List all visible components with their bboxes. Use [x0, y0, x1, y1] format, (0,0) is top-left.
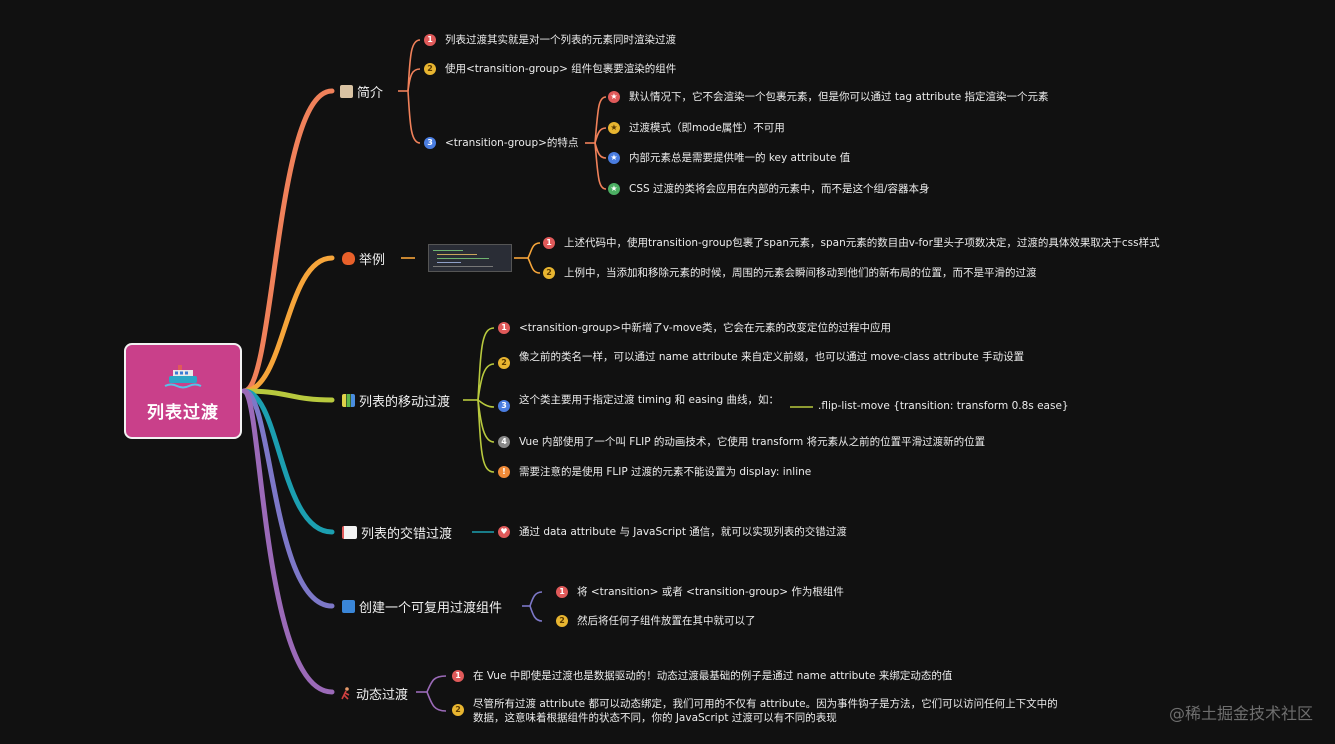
- priority-2-icon: 2: [452, 704, 464, 716]
- feature-item-4[interactable]: ★ CSS 过渡的类将会应用在内部的元素中，而不是这个组/容器本身: [608, 182, 930, 196]
- topic-stagger-label: 列表的交错过渡: [361, 527, 453, 542]
- root-title: 列表过渡: [147, 402, 219, 423]
- root-topic[interactable]: 列表过渡: [124, 343, 242, 439]
- heart-icon: ♥: [498, 526, 510, 538]
- move-item-1[interactable]: 1 <transition-group>中新增了v-move类，它会在元素的改变…: [498, 321, 891, 335]
- dynamic-item-2[interactable]: 2 尽管所有过渡 attribute 都可以动态绑定，我们可用的不仅有 attr…: [452, 697, 1062, 725]
- star-green-icon: ★: [608, 183, 620, 195]
- star-red-icon: ★: [608, 91, 620, 103]
- feature-item-2[interactable]: ★ 过渡模式（即mode属性）不可用: [608, 121, 785, 135]
- topic-intro-label: 简介: [357, 86, 384, 101]
- flip-list-move-code[interactable]: .flip-list-move {transition: transform 0…: [818, 400, 1069, 412]
- person-icon: [340, 85, 353, 98]
- topic-example-label: 举例: [359, 253, 386, 268]
- move-item-4[interactable]: 4 Vue 内部使用了一个叫 FLIP 的动画技术，它使用 transform …: [498, 435, 985, 449]
- topic-reusable-label: 创建一个可复用过渡组件: [359, 601, 503, 616]
- priority-1-icon: 1: [452, 670, 464, 682]
- topic-move-transition[interactable]: 列表的移动过渡: [342, 391, 450, 410]
- link-root-b2: [241, 388, 335, 403]
- intro-item-1[interactable]: 1 列表过渡其实就是对一个列表的元素同时渲染过渡: [424, 33, 676, 47]
- topic-example[interactable]: 举例: [342, 249, 385, 268]
- topic-move-label: 列表的移动过渡: [359, 395, 451, 410]
- reusable-item-2[interactable]: 2 然后将任何子组件放置在其中就可以了: [556, 614, 756, 628]
- priority-2-icon: 2: [424, 63, 436, 75]
- priority-2-icon: 2: [543, 267, 555, 279]
- priority-2-icon: 2: [498, 357, 510, 369]
- priority-3-icon: 3: [424, 137, 436, 149]
- priority-1-icon: 1: [543, 237, 555, 249]
- priority-1-icon: 1: [556, 586, 568, 598]
- priority-3-icon: 3: [498, 400, 510, 412]
- topic-dynamic-label: 动态过渡: [356, 688, 409, 703]
- refresh-icon: [342, 600, 355, 613]
- move-item-2[interactable]: 2 像之前的类名一样，可以通过 name attribute 来自定义前缀，也可…: [498, 350, 1033, 369]
- topic-stagger-transition[interactable]: 列表的交错过渡: [342, 523, 452, 542]
- topic-dynamic-transition[interactable]: 动态过渡: [340, 684, 408, 703]
- feature-item-3[interactable]: ★ 内部元素总是需要提供唯一的 key attribute 值: [608, 151, 850, 165]
- example-item-2[interactable]: 2 上例中，当添加和移除元素的时候，周围的元素会瞬间移动到他们的新布局的位置，而…: [543, 266, 1037, 280]
- intro-item-3[interactable]: 3 <transition-group>的特点: [424, 136, 578, 150]
- stagger-item-1[interactable]: ♥ 通过 data attribute 与 JavaScript 通信，就可以实…: [498, 525, 847, 539]
- link-root-b0: [241, 88, 335, 394]
- reusable-item-1[interactable]: 1 将 <transition> 或者 <transition-group> 作…: [556, 585, 844, 599]
- code-screenshot-thumbnail[interactable]: [428, 244, 512, 272]
- ship-icon: [164, 364, 202, 388]
- priority-4-icon: 4: [498, 436, 510, 448]
- star-yellow-icon: ★: [608, 122, 620, 134]
- link-root-b1: [241, 255, 335, 394]
- bar-chart-icon: [342, 394, 355, 407]
- topic-intro[interactable]: 简介: [340, 82, 383, 101]
- dynamic-item-1[interactable]: 1 在 Vue 中即使是过渡也是数据驱动的！动态过渡最基础的例子是通过 name…: [452, 669, 952, 683]
- priority-1-icon: 1: [424, 34, 436, 46]
- link-root-b3: [241, 388, 335, 535]
- move-item-warning[interactable]: ! 需要注意的是使用 FLIP 过渡的元素不能设置为 display: inli…: [498, 465, 811, 479]
- priority-1-icon: 1: [498, 322, 510, 334]
- link-root-b4: [241, 388, 335, 609]
- line-chart-icon: [342, 526, 357, 539]
- runner-icon: [340, 687, 352, 700]
- feature-item-1[interactable]: ★ 默认情况下，它不会渲染一个包裹元素，但是你可以通过 tag attribut…: [608, 90, 1049, 104]
- link-root-b5: [241, 388, 335, 695]
- warning-icon: !: [498, 466, 510, 478]
- topic-reusable-component[interactable]: 创建一个可复用过渡组件: [342, 597, 502, 616]
- priority-2-icon: 2: [556, 615, 568, 627]
- watermark: @稀土掘金技术社区: [1168, 704, 1313, 723]
- fire-icon: [342, 252, 355, 265]
- example-item-1[interactable]: 1 上述代码中，使用transition-group包裹了span元素，span…: [543, 236, 1160, 250]
- star-blue-icon: ★: [608, 152, 620, 164]
- move-item-3[interactable]: 3 这个类主要用于指定过渡 timing 和 easing 曲线，如：: [498, 393, 780, 412]
- intro-item-2[interactable]: 2 使用<transition-group> 组件包裹要渲染的组件: [424, 62, 676, 76]
